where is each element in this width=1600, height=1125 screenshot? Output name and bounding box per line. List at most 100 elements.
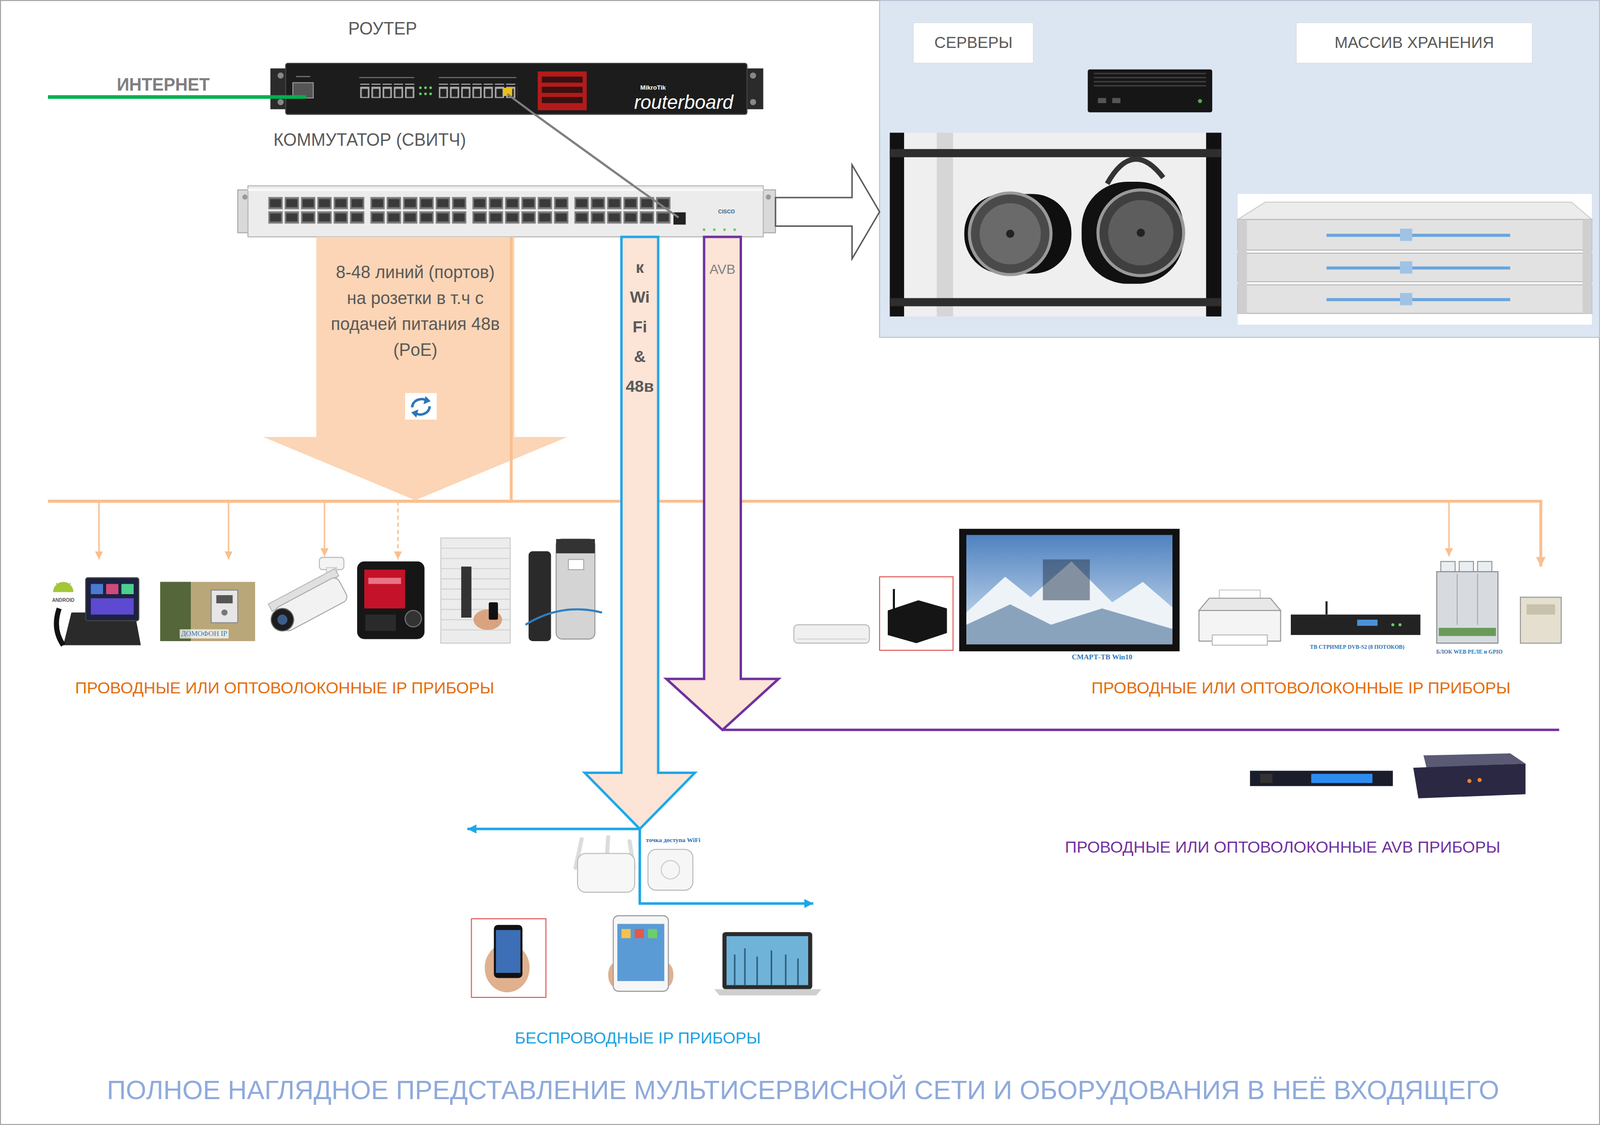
access-point-picture (648, 848, 694, 890)
internet-line (47, 95, 307, 99)
group-heading: ПРОВОДНЫЕ ИЛИ ОПТОВОЛОКОННЫЕ AVB ПРИБОРЫ (1065, 837, 1501, 857)
box-title: МАССИВ ХРАНЕНИЯ (1334, 33, 1494, 52)
datacenter-panel-ground (879, 0, 1600, 338)
smart-tv-picture (1043, 559, 1090, 601)
access-reader-picture (368, 577, 402, 584)
device-group: БЕСПРОВОДНЫЕ IP ПРИБОРЫ (464, 911, 827, 1056)
rack-servers-picture (889, 132, 1222, 317)
router-picture (750, 72, 757, 79)
tablet-picture (613, 915, 669, 992)
smartphone-picture (471, 918, 546, 998)
access-reader-picture (365, 614, 396, 631)
patch-cable (534, 114, 634, 186)
mini-pc-picture (887, 600, 947, 643)
smartphone-picture (493, 924, 523, 978)
router-picture (424, 92, 428, 96)
connector-label: к Wi Fi & 48в (624, 251, 656, 402)
rack-servers-picture (969, 192, 1051, 275)
router-picture (424, 86, 428, 90)
router-picture (507, 93, 535, 115)
tablet-picture (608, 915, 674, 992)
brand-mark: ANDROID (52, 597, 75, 603)
ip-bus-left (1448, 500, 1450, 557)
device-group: ПРОВОДНЫЕ ИЛИ ОПТОВОЛОКОННЫЕ IP ПРИБОРЫ (785, 566, 1562, 704)
rack-servers-picture (936, 132, 953, 317)
wifi-lines (639, 828, 814, 904)
storage-array-picture (1237, 193, 1592, 325)
tv-streamer-picture (1391, 623, 1395, 627)
door-lock-picture (488, 602, 499, 620)
laptop-picture (722, 931, 812, 989)
access-reader-picture (405, 610, 422, 627)
avb-devices-picture (1260, 773, 1273, 783)
box-title: СЕРВЕРЫ (934, 33, 1013, 52)
storage-box: МАССИВ ХРАНЕНИЯ (1296, 22, 1533, 64)
router-picture (750, 98, 757, 105)
door-lock-picture (440, 547, 511, 630)
switch-picture (247, 188, 764, 191)
mac-mini-picture (797, 638, 867, 640)
tv-streamer-picture (1325, 601, 1328, 615)
intercom-picture (211, 589, 238, 623)
switch-device: КОММУТАТОР (СВИТЧ) (237, 185, 776, 237)
tv-streamer-picture (1398, 623, 1402, 627)
device-caption: СМАРТ-ТВ Win10 (1071, 652, 1133, 661)
router-picture (541, 96, 583, 104)
smart-tv-picture (966, 603, 1173, 644)
router-picture (429, 86, 433, 90)
device-caption: БЛОК WEB РЕЛЕ и GPIO (1436, 649, 1503, 656)
router-picture (438, 83, 518, 99)
mini-server-picture (1098, 97, 1107, 104)
ip-camera-picture (262, 556, 351, 637)
router-picture (277, 98, 284, 105)
switch-picture (712, 228, 716, 232)
access-reader-picture (357, 561, 425, 639)
door-lock-picture (440, 537, 511, 643)
switch-picture (369, 196, 468, 225)
poe-icon (405, 393, 437, 420)
ip-phone-picture (90, 583, 104, 594)
mac-mini-picture (793, 624, 870, 643)
poe-arrow (263, 236, 568, 500)
router-picture (359, 83, 416, 99)
turnstile-picture (525, 609, 603, 625)
switch-picture (369, 196, 468, 225)
datacenter-panel-ground (879, 0, 1600, 338)
device-title: КОММУТАТОР (СВИТЧ) (273, 129, 467, 150)
ip-phone-picture (67, 582, 71, 588)
printer-picture (1198, 598, 1281, 611)
switch-picture (573, 196, 672, 225)
storage-array-picture (1582, 219, 1592, 314)
router-picture (541, 86, 583, 93)
ip-bus-left (227, 500, 230, 559)
brand-mark: routerboard (634, 91, 734, 114)
turnstile-picture (556, 538, 595, 639)
servers-box: СЕРВЕРЫ (913, 22, 1034, 64)
device-caption: точка доступа WiFi (646, 836, 701, 844)
switch-picture (733, 228, 737, 232)
turnstile-picture (528, 551, 552, 641)
printer-picture (1198, 589, 1281, 645)
access-point-picture (575, 836, 694, 893)
switch-picture (237, 185, 776, 237)
ip-phone-picture (90, 598, 134, 615)
switch-picture (573, 196, 672, 225)
laptop-picture (714, 931, 822, 996)
mac-mini-picture (793, 624, 870, 643)
switch-picture (267, 196, 366, 225)
avb-devices-picture (1311, 773, 1373, 783)
router-picture (537, 71, 587, 111)
internet-line (47, 96, 307, 98)
smartphone-picture (471, 918, 546, 998)
rack-servers-picture (1108, 199, 1174, 266)
printer-picture (1212, 634, 1268, 645)
storage-array-picture (1237, 193, 1592, 325)
page-caption: ПОЛНОЕ НАГЛЯДНОЕ ПРЕДСТАВЛЕНИЕ МУЛЬТИСЕР… (106, 1074, 1500, 1105)
mini-server-picture (1087, 69, 1213, 113)
smart-tv-picture (959, 528, 1180, 651)
mini-pc-picture (879, 576, 953, 650)
group-heading: ПРОВОДНЫЕ ИЛИ ОПТОВОЛОКОННЫЕ IP ПРИБОРЫ (1091, 678, 1511, 697)
smartphone-picture (496, 929, 521, 973)
